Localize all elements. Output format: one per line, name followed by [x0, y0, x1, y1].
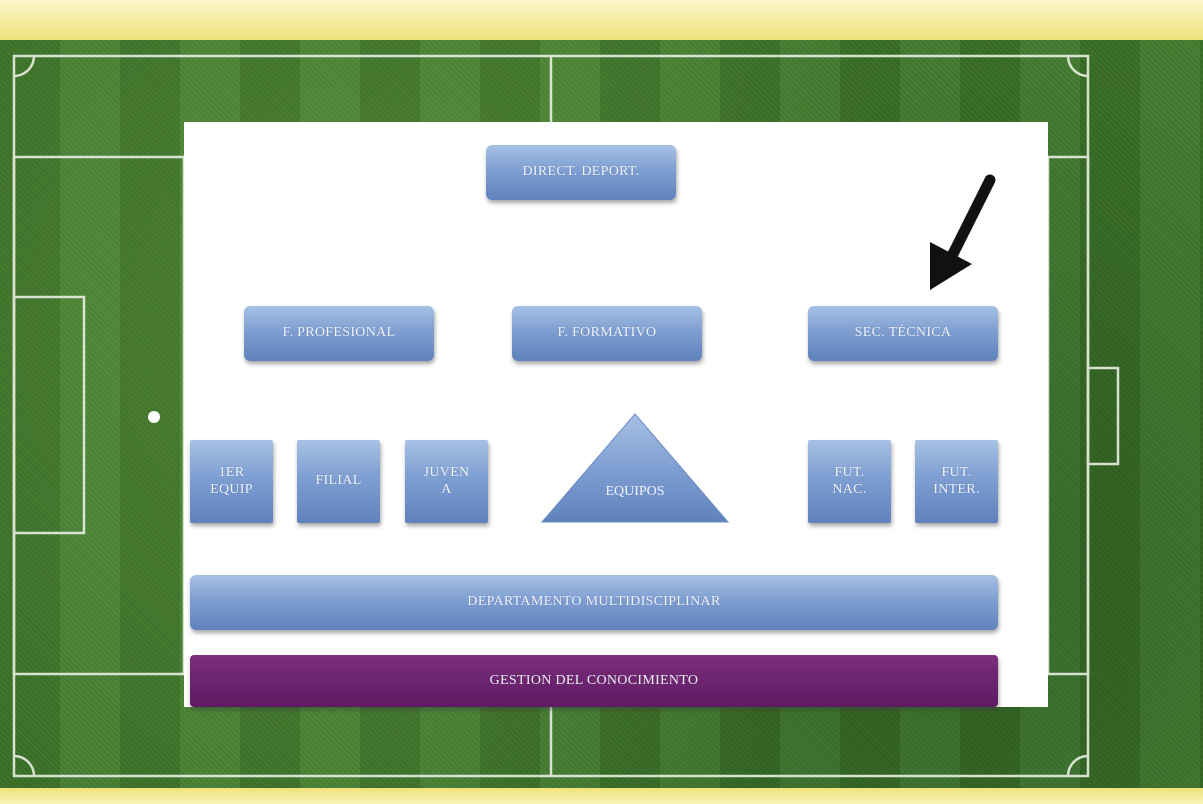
bottom-yellow-band — [0, 788, 1203, 804]
node-1er-equip: 1ER EQUIP — [190, 440, 273, 523]
node-sec-tecnica: SEC. TÉCNICA — [808, 306, 998, 361]
node-departamento-multidisciplinar: DEPARTAMENTO MULTIDISCIPLINAR — [190, 575, 998, 630]
black-arrow-icon — [930, 174, 996, 290]
node-filial: FILIAL — [297, 440, 380, 523]
equipos-triangle — [540, 413, 730, 523]
node-fut-inter: FUT. INTER. — [915, 440, 998, 523]
node-f-profesional: F. PROFESIONAL — [244, 306, 434, 361]
node-gestion-del-conocimiento: GESTION DEL CONOCIMIENTO — [190, 655, 998, 707]
node-f-formativo: F. FORMATIVO — [512, 306, 702, 361]
node-fut-nac: FUT. NAC. — [808, 440, 891, 523]
top-yellow-band — [0, 0, 1203, 42]
node-juvena: JUVEN A — [405, 440, 488, 523]
equipos-label: EQUIPOS — [605, 484, 665, 499]
ball-icon — [148, 411, 160, 423]
node-direct-deport: DIRECT. DEPORT. — [486, 145, 676, 200]
